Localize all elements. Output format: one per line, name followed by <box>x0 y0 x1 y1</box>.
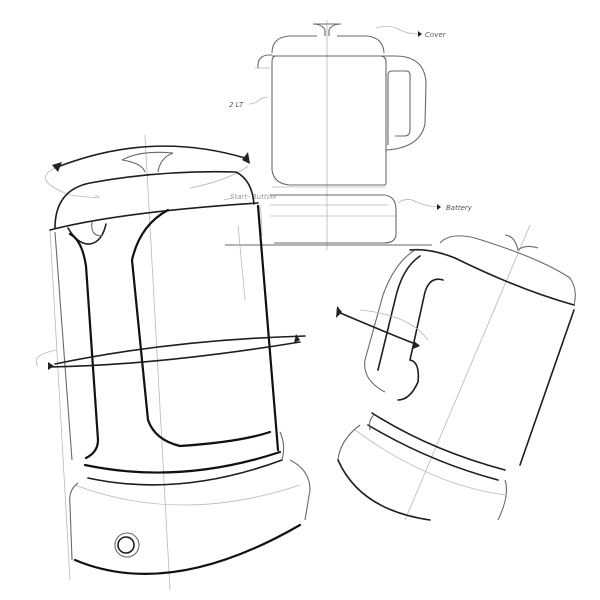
base-bottom-edge <box>73 523 302 575</box>
kettle-body <box>271 55 387 186</box>
rotation-arc-top <box>54 145 246 169</box>
tilted-knob <box>504 234 539 252</box>
tilted-rim <box>409 248 575 306</box>
cover-arrow-icon <box>418 31 422 37</box>
cover-label: Cover <box>425 31 447 39</box>
capacity-label: 2 LT <box>229 101 244 109</box>
rotate-arrow-left-icon <box>52 162 62 172</box>
rotation-arc-middle <box>49 341 301 368</box>
battery-label: Battery <box>446 204 473 212</box>
cover-lid <box>271 35 385 54</box>
body-right-edge <box>256 204 280 452</box>
front-perspective-view <box>35 134 311 591</box>
tilted-rotation-arc <box>337 311 419 346</box>
kettle-base <box>270 194 397 244</box>
spout <box>257 54 272 69</box>
tilted-base-bottom <box>337 459 431 521</box>
tilted-perspective-view <box>336 224 576 521</box>
rotate-arrow-mid-left-icon <box>48 362 54 370</box>
lid-knob <box>312 23 342 36</box>
lid-rim <box>49 202 259 231</box>
tilted-rotate-right-icon <box>413 341 420 349</box>
handle-inner <box>387 70 411 145</box>
rotate-arrow-mid-right-icon <box>294 334 300 343</box>
tilted-cover <box>439 235 576 306</box>
annotation-cover: Cover <box>375 26 447 39</box>
tilted-collar-bottom <box>367 424 499 481</box>
tilted-collar-top <box>371 412 506 471</box>
handle-strip-front <box>68 232 100 460</box>
collar-top <box>83 450 282 474</box>
tilted-body-edge <box>519 309 575 466</box>
battery-leader-line <box>397 199 438 208</box>
start-button-ring <box>114 532 140 558</box>
battery-arrow-icon <box>437 204 441 210</box>
tilted-rotate-left-icon <box>336 306 342 318</box>
capacity-leader-line <box>248 96 269 105</box>
side-elevation-view <box>225 20 432 250</box>
annotation-start-button: Start- Button <box>223 193 277 201</box>
inner-panel-outline <box>130 208 272 448</box>
cover-leader-line <box>375 26 419 35</box>
handle-outer <box>385 81 427 151</box>
rotate-arrow-right-icon <box>242 152 250 164</box>
tilted-handle-inner <box>397 278 444 401</box>
spout-opening <box>67 223 107 245</box>
annotation-capacity: 2 LT <box>229 96 269 109</box>
start-button-leader-line <box>271 195 277 199</box>
annotation-battery: Battery <box>397 199 473 212</box>
lid-knob-perspective <box>121 151 174 173</box>
lid-dome-perspective <box>54 170 255 229</box>
collar-bottom <box>87 459 283 486</box>
start-button-icon <box>117 536 135 554</box>
